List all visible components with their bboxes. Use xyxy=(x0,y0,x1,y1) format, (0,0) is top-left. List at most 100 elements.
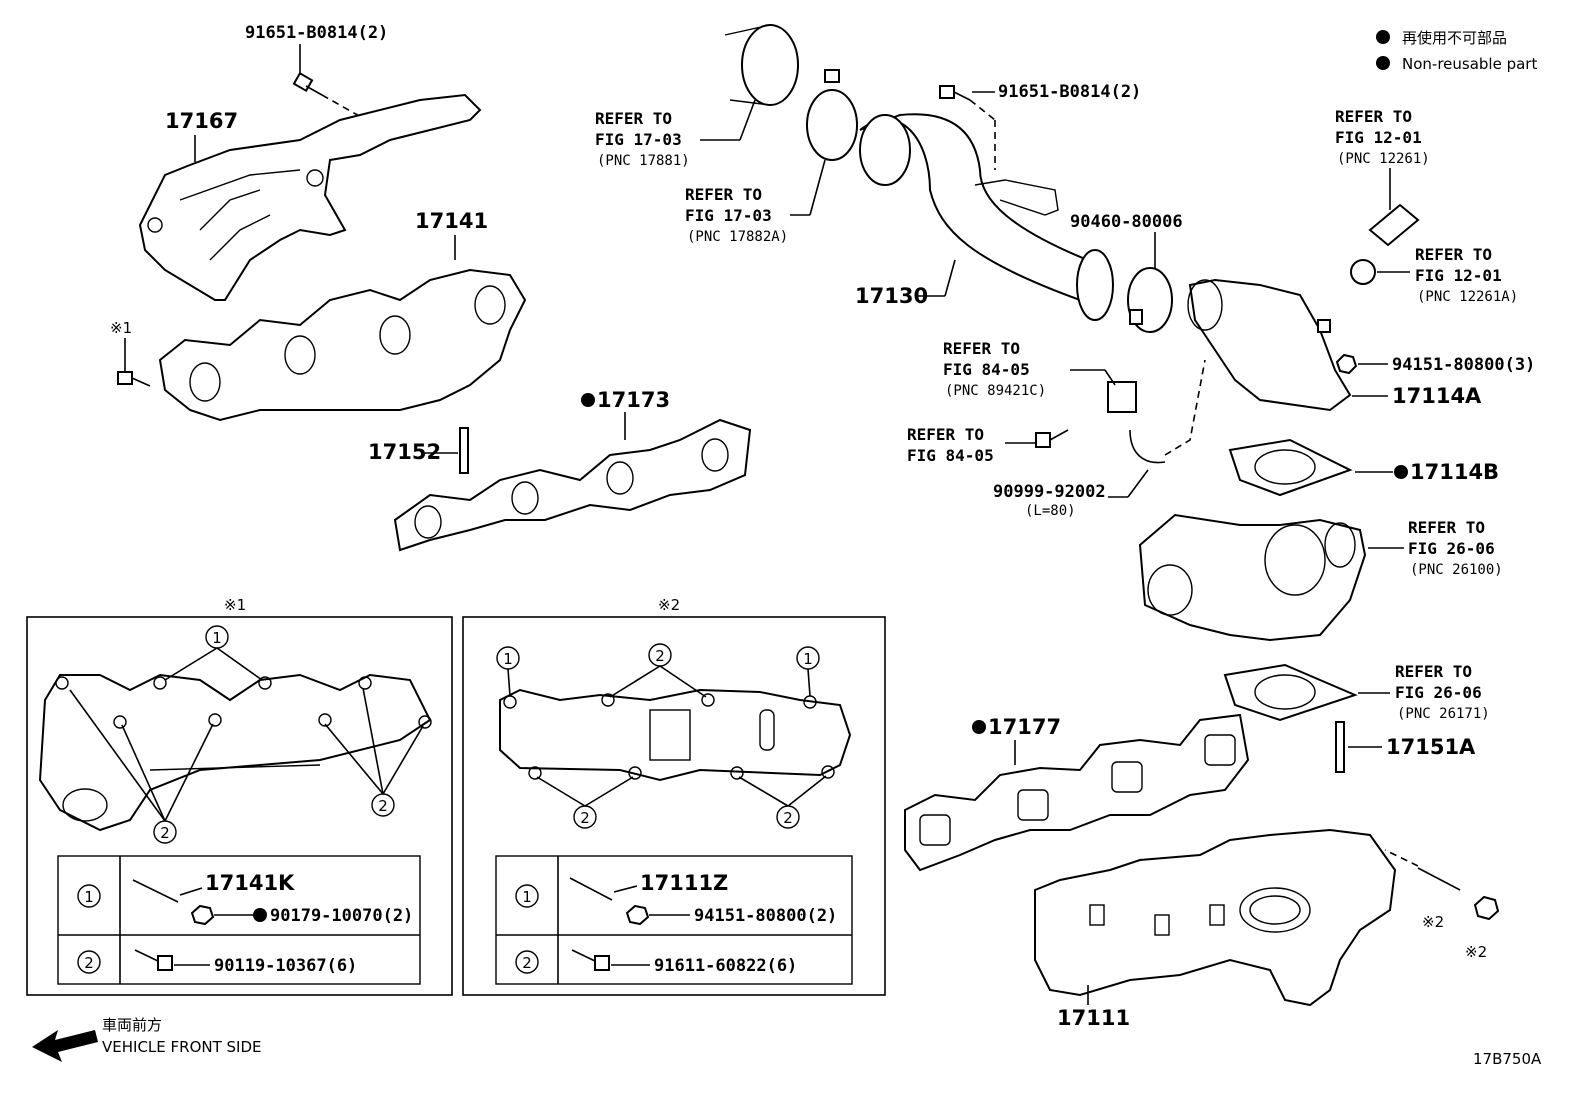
detail-box-1: ※1 1 2 2 1 2 17141K xyxy=(26,596,453,996)
box2-row1-number: 1 xyxy=(522,888,532,906)
pipe-12261 xyxy=(1368,203,1420,247)
intake-right-group: REFER TO FIG 12-01 (PNC 12261) REFER TO … xyxy=(904,107,1535,1030)
box2-parts-table xyxy=(495,855,853,985)
refer-17881-line3: (PNC 17881) xyxy=(597,153,690,169)
front-label-en: VEHICLE FRONT SIDE xyxy=(102,1038,262,1056)
heat-insulator-17167 xyxy=(138,93,482,301)
refer-89421c-line2: FIG 84-05 xyxy=(943,360,1030,379)
box1-row2-number: 2 xyxy=(84,954,94,972)
non-reusable-bullet-icon xyxy=(1394,465,1408,479)
bolt-icon xyxy=(292,71,323,96)
callout-1-number: 1 xyxy=(503,650,513,668)
refer-12261-line2: FIG 12-01 xyxy=(1335,128,1422,147)
non-reusable-bullet-icon xyxy=(1376,56,1390,70)
stud-icon xyxy=(569,877,613,901)
box2-manifold-sketch xyxy=(499,688,852,782)
intake-pipe-group: REFER TO FIG 17-03 (PNC 17881) REFER TO … xyxy=(595,24,1183,333)
refer-17881-line1: REFER TO xyxy=(595,109,672,128)
refer-17882a-line2: FIG 17-03 xyxy=(685,206,772,225)
callout-2-number: 2 xyxy=(580,809,590,827)
stud-icon xyxy=(132,879,179,903)
refer-89421c-line1: REFER TO xyxy=(943,339,1020,358)
refer-17882a-line1: REFER TO xyxy=(685,185,762,204)
hose-clamp-17882a xyxy=(806,89,858,161)
part-label-17111: 17111 xyxy=(1057,1006,1130,1030)
box2-row2-number: 2 xyxy=(522,954,532,972)
bolt-icon xyxy=(939,85,971,101)
asterisk-note-2b: ※2 xyxy=(1465,943,1487,961)
callout-2-number: 2 xyxy=(160,824,170,842)
figure-code: 17B750A xyxy=(1473,1050,1542,1068)
bolt-icon xyxy=(134,949,173,971)
refer-26100-line1: REFER TO xyxy=(1408,518,1485,537)
non-reusable-bullet-icon xyxy=(972,720,986,734)
refer-26100-line3: (PNC 26100) xyxy=(1410,562,1503,578)
asterisk-note-1: ※1 xyxy=(110,319,132,337)
nut-94151 xyxy=(1335,353,1358,375)
part-label-17173: 17173 xyxy=(597,388,670,412)
box1-part-17141k: 17141K xyxy=(205,871,295,895)
refer-26171-line2: FIG 26-06 xyxy=(1395,683,1482,702)
refer-12261a-line2: FIG 12-01 xyxy=(1415,266,1502,285)
box1-part-90119: 90119-10367(6) xyxy=(214,956,357,976)
legend-jp: 再使用不可部品 xyxy=(1402,29,1507,47)
bolt-icon xyxy=(1035,429,1069,448)
non-reusable-bullet-icon xyxy=(253,908,267,922)
box2-part-94151: 94151-80800(2) xyxy=(694,906,837,926)
throttle-body-26100 xyxy=(1138,513,1367,642)
asterisk-note-2a: ※2 xyxy=(1422,913,1444,931)
non-reusable-bullet-icon xyxy=(1376,30,1390,44)
part-label-17141: 17141 xyxy=(415,209,488,233)
part-label-94151-80800-3: 94151-80800(3) xyxy=(1392,355,1535,375)
bolt-icon xyxy=(117,371,151,387)
callout-2-number: 2 xyxy=(378,797,388,815)
gasket-17177 xyxy=(904,713,1250,872)
exhaust-manifold-17141 xyxy=(158,268,527,422)
refer-12261a-line1: REFER TO xyxy=(1415,245,1492,264)
part-label-17114a: 17114A xyxy=(1392,384,1482,408)
callout-2-number: 2 xyxy=(655,647,665,665)
gasket-17173 xyxy=(393,418,752,552)
exhaust-manifold-group: 91651-B0814(2) 17167 17141 ※1 17152 1717… xyxy=(110,23,752,552)
box1-manifold-sketch xyxy=(38,673,432,832)
clip-12261a xyxy=(1350,259,1376,285)
callout-1-number: 1 xyxy=(212,629,222,647)
refer-89421c-line3: (PNC 89421C) xyxy=(945,383,1046,399)
callout-1-number: 1 xyxy=(803,650,813,668)
gasket-17114b xyxy=(1228,438,1353,497)
bolt-icon xyxy=(571,949,610,971)
refer-12261-line1: REFER TO xyxy=(1335,107,1412,126)
box1-parts-table xyxy=(57,855,421,985)
part-label-90999-92002: 90999-92002 xyxy=(993,482,1106,502)
stud-17151a xyxy=(1335,721,1345,773)
part-label-17114b: 17114B xyxy=(1410,460,1499,484)
box1-row1-number: 1 xyxy=(84,888,94,906)
refer-12261a-line3: (PNC 12261A) xyxy=(1417,289,1518,305)
air-inlet-17114a xyxy=(1188,278,1352,412)
refer-8405-line1: REFER TO xyxy=(907,425,984,444)
refer-12261-line3: (PNC 12261) xyxy=(1337,151,1430,167)
intake-manifold-17111 xyxy=(1034,828,1397,1007)
part-label-17151a: 17151A xyxy=(1386,735,1476,759)
nut-icon xyxy=(1473,895,1500,921)
gasket-26171 xyxy=(1223,663,1358,722)
refer-17882a-line3: (PNC 17882A) xyxy=(687,229,788,245)
stud-17152 xyxy=(459,427,469,474)
detail-box-2: ※2 1 1 2 2 2 1 2 xyxy=(462,596,886,996)
sensor-89421c xyxy=(1107,381,1137,413)
part-label-17152: 17152 xyxy=(368,440,441,464)
part-label-90460-80006: 90460-80006 xyxy=(1070,212,1183,232)
box1-part-90179: 90179-10070(2) xyxy=(270,906,413,926)
front-arrow-icon xyxy=(32,1030,98,1062)
nut-icon xyxy=(625,904,650,926)
part-label-17167: 17167 xyxy=(165,109,238,133)
stud-icon xyxy=(1417,867,1461,891)
part-label-90999-length: (L=80) xyxy=(1025,503,1076,519)
non-reusable-bullet-icon xyxy=(581,393,595,407)
part-label-91651-b0814-top: 91651-B0814(2) xyxy=(245,23,388,43)
refer-26100-line2: FIG 26-06 xyxy=(1408,539,1495,558)
callout-2-number: 2 xyxy=(783,809,793,827)
vacuum-hose-90999 xyxy=(1129,429,1166,464)
refer-17881-line2: FIG 17-03 xyxy=(595,130,682,149)
